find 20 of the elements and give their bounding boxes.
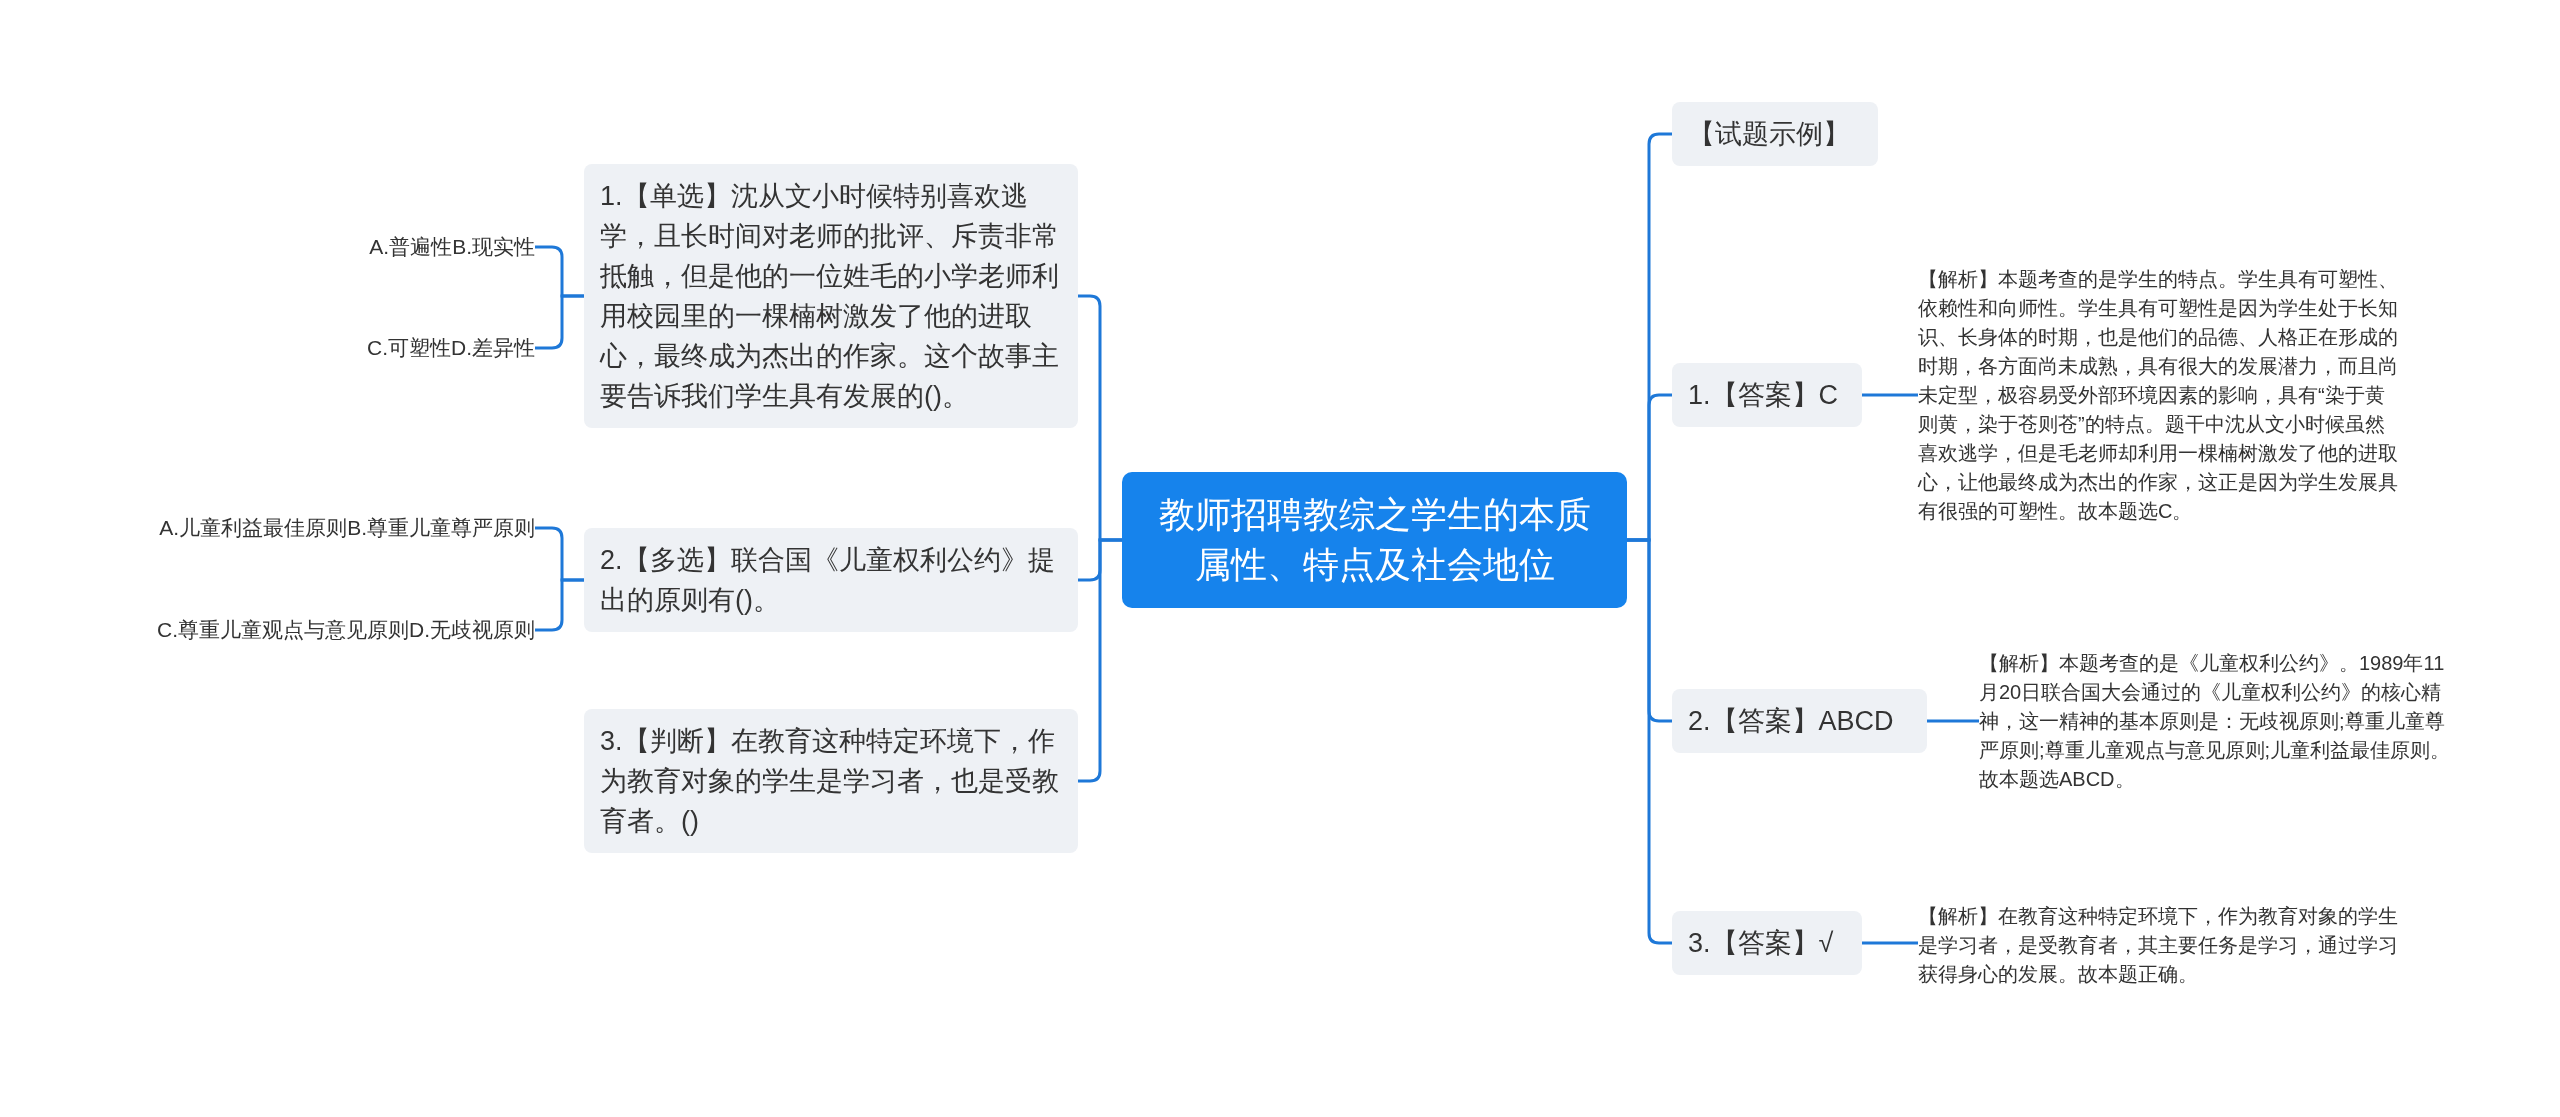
topic-box: 3.【判断】在教育这种特定环境下，作为教育对象的学生是学习者，也是受教育者。() bbox=[584, 709, 1078, 853]
option-text: C.尊重儿童观点与意见原则D.无歧视原则 bbox=[60, 616, 535, 644]
topic-box: 2.【答案】ABCD bbox=[1672, 689, 1927, 753]
explanation-text: 【解析】本题考查的是学生的特点。学生具有可塑性、依赖性和向师性。学生具有可塑性是因为学生处于长知识、长身体的时期，也是他们的品德、人格正在形成的时期，各方面尚未成熟，具有很大的发展潜力，而且尚未定型，极容易受外部环境因素的影响，具有“染于黄则黄，染于苍则苍”的特点。题干中沈从文小时候虽然喜欢逃学，但是毛老师却利用一棵楠树激发了他的进取心，让他最终成为杰出的作家，这正是因为学生发展具有很强的可塑性。故本题选C。 bbox=[1918, 264, 2398, 526]
connector-line bbox=[1927, 719, 1979, 723]
explanation-text: 【解析】在教育这种特定环境下，作为教育对象的学生是学习者，是受教育者，其主要任务是学习，通过学习获得身心的发展。故本题正确。 bbox=[1918, 901, 2398, 989]
explanation-text: 【解析】本题考查的是《儿童权利公约》。1989年11月20日联合国大会通过的《儿童权利公约》的核心精神，这一精神的基本原则是：无歧视原则;尊重儿童尊严原则;尊重儿童观点与意见原则;儿童利益最佳原则。故本题选ABCD。 bbox=[1979, 648, 2459, 794]
option-text: A.普遍性B.现实性 bbox=[200, 233, 535, 261]
topic-box: 2.【多选】联合国《儿童权利公约》提出的原则有()。 bbox=[584, 528, 1078, 632]
connector-line bbox=[1627, 538, 1672, 945]
connector-line bbox=[1862, 393, 1918, 397]
connector-line bbox=[1862, 941, 1918, 945]
topic-box: 【试题示例】 bbox=[1672, 102, 1878, 166]
option-text: A.儿童利益最佳原则B.尊重儿童尊严原则 bbox=[60, 514, 535, 542]
topic-box: 3.【答案】√ bbox=[1672, 911, 1862, 975]
option-text: C.可塑性D.差异性 bbox=[200, 334, 535, 362]
topic-box: 1.【单选】沈从文小时候特别喜欢逃学，且长时间对老师的批评、斥责非常抵触，但是他的一位姓毛的小学老师利用校园里的一棵楠树激发了他的进取心，最终成为杰出的作家。这个故事主要告诉我们学生具有发展的()。 bbox=[584, 164, 1078, 428]
connector-line bbox=[1078, 538, 1122, 783]
topic-box: 1.【答案】C bbox=[1672, 363, 1862, 427]
central-topic-box: 教师招聘教综之学生的本质属性、特点及社会地位 bbox=[1122, 472, 1627, 608]
